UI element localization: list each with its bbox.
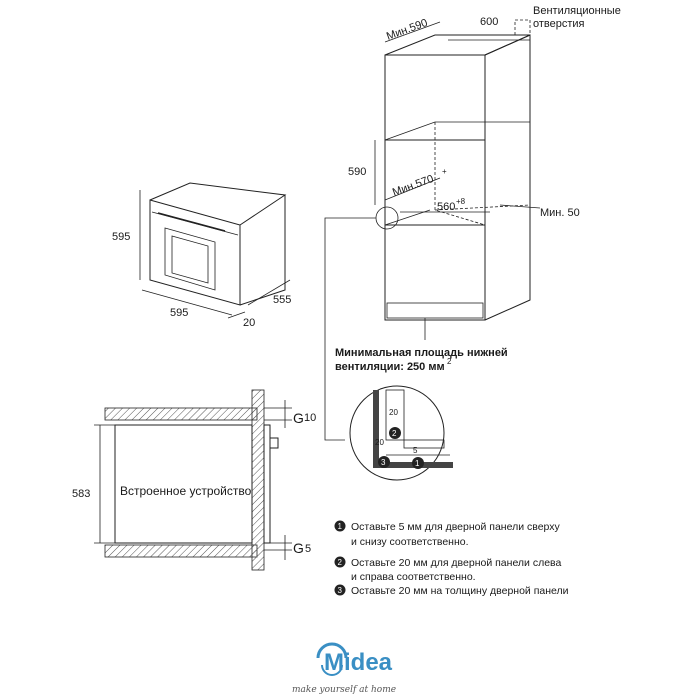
- note-1-line-2: и снизу соответственно.: [351, 536, 469, 548]
- cabinet-width-min: Мин.590: [385, 17, 429, 43]
- note-1-line-1: Оставьте 5 мм для дверной панели сверху: [351, 521, 561, 533]
- oven-height: 595: [112, 231, 130, 243]
- oven-door: 20: [243, 317, 255, 329]
- bottom-vent-sup: 2: [447, 357, 452, 366]
- detail-marker-3: 3: [381, 458, 386, 467]
- detail-v-top: 20: [389, 408, 398, 417]
- note-3-number: 3: [338, 586, 343, 595]
- detail-h-small: 5: [413, 446, 418, 455]
- notes-list: [334, 520, 346, 596]
- bottom-vent-1: Минимальная площадь нижней: [335, 347, 508, 359]
- bottom-vent-2: вентиляции: 250 мм: [335, 361, 445, 373]
- niche-height: 590: [348, 166, 366, 178]
- detail-marker-2: 2: [392, 429, 397, 438]
- oven-drawing: [139, 182, 291, 319]
- brand-tagline: make yourself at home: [292, 685, 396, 695]
- detail-v-mid: 20: [375, 438, 384, 447]
- midea-logo-icon: [316, 642, 348, 676]
- rear-gap-min: Мин. 50: [540, 207, 580, 219]
- note-2-number: 2: [338, 558, 343, 567]
- oven-depth: 555: [273, 294, 291, 306]
- vent-label-1: Вентиляционные: [533, 5, 621, 17]
- detail-marker-1: 1: [415, 459, 420, 468]
- brand-name: Midea: [324, 649, 393, 676]
- note-2-line-2: и справа соответственно.: [351, 571, 476, 583]
- cabinet-drawing: [324, 19, 541, 441]
- gap-bottom-letter: G: [293, 540, 304, 556]
- vent-label-2: отверстия: [533, 18, 585, 30]
- niche-depth-sup: +: [442, 167, 447, 176]
- note-3-line-1: Оставьте 20 мм на толщину дверной панели: [351, 585, 569, 597]
- section-drawing: [94, 389, 292, 571]
- niche-width: 560: [437, 201, 455, 213]
- note-1-number: 1: [338, 522, 343, 531]
- gap-top-letter: G: [293, 410, 304, 426]
- gap-top-value: 10: [304, 412, 316, 424]
- gap-bottom-value: 5: [305, 543, 311, 555]
- built-in-label: Встроенное устройство: [120, 484, 252, 498]
- section-height: 583: [72, 488, 90, 500]
- note-2-line-1: Оставьте 20 мм для дверной панели слева: [351, 557, 562, 569]
- niche-depth-min: Мин.570: [391, 173, 435, 199]
- cabinet-depth: 600: [480, 16, 498, 28]
- niche-width-sup: +8: [456, 197, 466, 206]
- detail-circle: [349, 385, 453, 481]
- oven-width: 595: [170, 307, 188, 319]
